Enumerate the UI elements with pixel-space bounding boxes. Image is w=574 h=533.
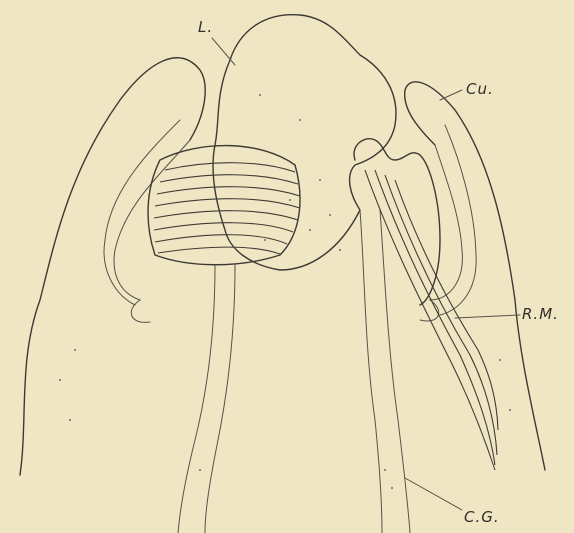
- ganglion-leader: [405, 478, 462, 510]
- stipple: [59, 94, 511, 489]
- lip-mass: [213, 15, 396, 270]
- retractor-muscle: [365, 170, 495, 470]
- left-nerve-cord-2: [205, 265, 235, 533]
- right-nerve-cord: [360, 210, 382, 533]
- left-inner-layer-2: [104, 120, 180, 305]
- muscle-striations: [154, 163, 300, 254]
- retractor-leader: [455, 315, 520, 318]
- cuticle-leader: [440, 90, 462, 100]
- lip-leader: [212, 38, 235, 65]
- label-cerebral-ganglion: C.G.: [464, 508, 500, 526]
- right-inner-layer: [420, 145, 462, 321]
- outer-body-wall: [20, 58, 205, 475]
- label-retractor-muscle: R.M.: [522, 305, 559, 323]
- label-lip: L.: [198, 18, 213, 36]
- left-nerve-cord: [178, 265, 215, 533]
- right-fold: [354, 139, 440, 305]
- label-cuticle: Cu.: [466, 80, 494, 98]
- right-nerve-cord-2: [380, 210, 410, 533]
